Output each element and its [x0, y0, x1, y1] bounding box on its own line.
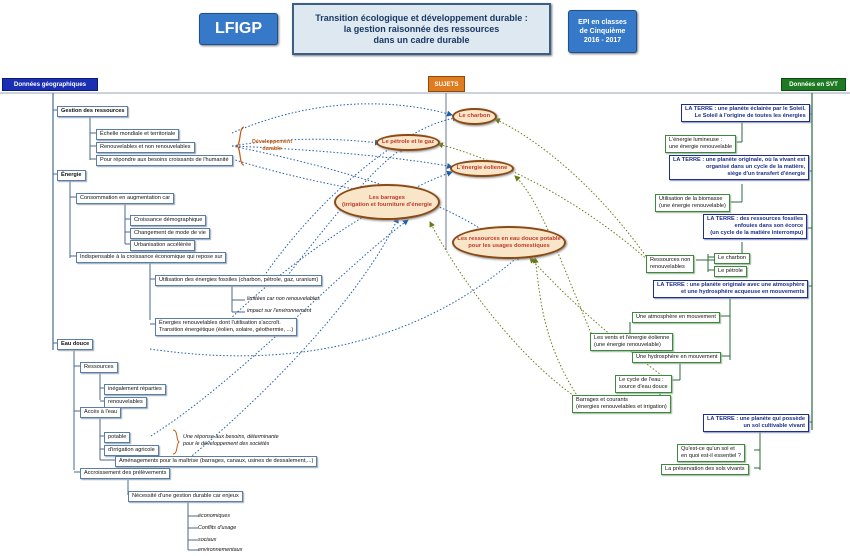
svt-vents: Les vents et l'énergie éolienne (une éne…	[590, 333, 674, 351]
node-eau: Eau douce	[57, 339, 94, 350]
svt-petrole: Le pétrole	[714, 266, 747, 277]
node-besoins: Pour répondre aux besoins croissants de …	[96, 155, 233, 166]
node-urbanisation: Urbanisation accélérée	[130, 240, 196, 251]
svt-terre-atmosphere: LA TERRE : une planète originale avec un…	[653, 280, 809, 298]
svt-hydrosphere: Une hydrosphère en mouvement	[632, 352, 722, 363]
node-gestion: Gestion des ressources	[57, 106, 129, 117]
svt-sol: Qu'est-ce qu'un sol et en quoi est-il es…	[677, 444, 746, 462]
label-dev-durable: Développement durable	[252, 139, 293, 152]
svt-biomasse: Utilisation de la biomasse (une énergie …	[655, 194, 730, 212]
brace-reponse	[172, 429, 180, 455]
logo: LFIGP	[199, 13, 278, 45]
node-fossiles: Utilisation des énergies fossiles (charb…	[155, 275, 323, 286]
label-impact: impact sur l'environnement	[247, 308, 312, 314]
svt-charbon: Le charbon	[714, 253, 750, 264]
sujet-eau: Les ressources en eau douce potable pour…	[452, 226, 566, 259]
node-irrigation: d'irrigation agricole	[104, 445, 159, 456]
node-inegal: inégalement réparties	[104, 384, 166, 395]
label-conflits: Conflits d'usage	[198, 525, 237, 531]
label-economiques: économiques	[198, 513, 231, 519]
node-renouv: renouvelables	[104, 397, 147, 408]
sujet-barrages: Les barrages (irrigation et fourniture d…	[334, 184, 440, 220]
svt-terre-fossiles: LA TERRE : des ressources fossiles enfou…	[703, 214, 808, 239]
sujet-charbon: Le charbon	[452, 108, 497, 125]
svt-non-renouv: Ressources non renouvelables	[646, 255, 695, 273]
node-necessite: Nécessité d'une gestion durable car enje…	[128, 491, 243, 502]
node-conso: Consommation en augmentation car	[76, 193, 175, 204]
svt-lumineuse: L'énergie lumineuse : une énergie renouv…	[665, 135, 737, 153]
node-mode-vie: Changement de mode de vie	[130, 228, 210, 239]
branch-svt: Données en SVT	[781, 78, 846, 91]
node-energie: Énergie	[57, 170, 86, 181]
node-croissance: Croissance démographique	[130, 215, 207, 226]
node-potable: potable	[104, 432, 131, 443]
node-acces: Accès à l'eau	[80, 407, 122, 418]
branch-sujets: SUJETS	[428, 76, 465, 92]
svt-atmosphere: Une atmosphère en mouvement	[632, 312, 720, 323]
svt-terre-soleil: LA TERRE : une planète éclairée par le S…	[681, 104, 810, 122]
node-renouvelables: Énergies renouvelables dont l'utilisatio…	[155, 318, 298, 336]
label-environnementaux: environnementaux	[198, 547, 243, 553]
svt-cycle-eau: Le cycle de l'eau : source d'eau douce	[615, 375, 672, 393]
svt-terre-sol: LA TERRE : une planète qui possède un so…	[703, 414, 810, 432]
node-echelle: Échelle mondiale et territoriale	[96, 129, 180, 140]
node-indispensable: Indispensable à la croissance économique…	[76, 252, 227, 263]
label-reponse: Une réponse aux besoins, déterminante po…	[183, 434, 279, 447]
sujet-petrole: Le pétrole et le gaz	[376, 134, 440, 151]
node-amenagements: Aménagements pour la maîtrise (barrages,…	[115, 456, 318, 467]
node-accroissement: Accroissement des prélèvements	[80, 468, 171, 479]
svt-barrages: Barrages et courants (énergies renouvela…	[572, 395, 671, 413]
epi-badge: EPI en classes de Cinquième 2016 - 2017	[568, 10, 637, 53]
branch-geo: Données géographiques	[2, 78, 98, 91]
label-sociaux: sociaux	[198, 537, 217, 543]
node-renouv-non: Renouvelables et non renouvelables	[96, 142, 195, 153]
svt-terre-vivant: LA TERRE : une planète originale, où la …	[669, 155, 810, 180]
node-ressources: Ressources	[80, 362, 118, 373]
sujet-eolienne: L'énergie éolienne	[450, 160, 514, 177]
brace-dev-durable	[236, 126, 245, 166]
label-limitees: limitées car non renouvelables	[247, 296, 320, 302]
page-title: Transition écologique et développement d…	[292, 3, 551, 55]
svt-preservation: La préservation des sols vivants	[661, 464, 749, 475]
